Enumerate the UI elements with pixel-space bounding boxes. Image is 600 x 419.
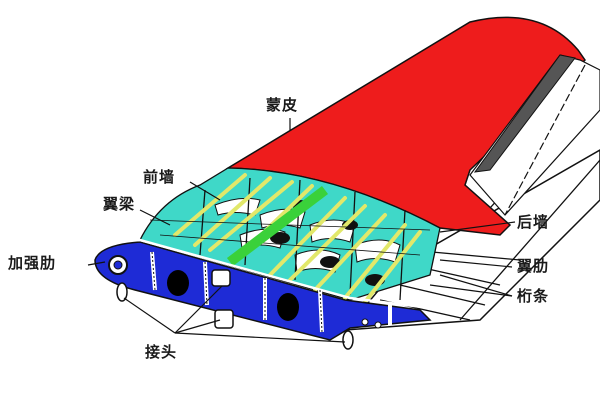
label-stringer: 桁条	[517, 287, 550, 305]
leader-lines	[87, 118, 516, 343]
label-rear-wall: 后墙	[517, 213, 550, 231]
stringers	[173, 173, 422, 304]
label-rib: 翼肋	[517, 257, 550, 275]
label-skin: 蒙皮	[266, 96, 299, 114]
label-spar: 翼梁	[103, 195, 136, 213]
label-joint: 接头	[145, 343, 178, 361]
joint-fittings	[116, 269, 354, 350]
highlight-stringer	[226, 186, 329, 266]
label-front-wall: 前墙	[143, 168, 176, 186]
spar-web	[94, 241, 432, 341]
label-reinforcing-rib: 加强肋	[8, 254, 57, 272]
